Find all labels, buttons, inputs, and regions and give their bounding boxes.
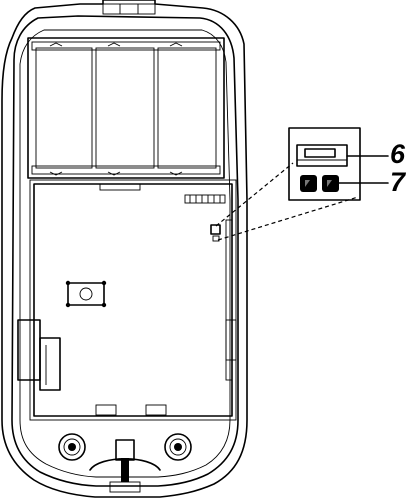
side-bracket [17, 319, 61, 391]
tamper-switch [65, 280, 107, 308]
leader-line-7 [217, 196, 359, 241]
callout-7: 7 [390, 167, 407, 197]
right-screw [164, 433, 192, 461]
callout-6: 6 [390, 139, 406, 169]
jumper-pins-icon [300, 175, 339, 192]
switch-component [210, 224, 221, 242]
leader-line-6 [215, 162, 294, 227]
outer-housing [1, 0, 248, 498]
side-ribs [225, 219, 237, 381]
battery-compartment [27, 37, 225, 179]
dip-switch-icon [296, 144, 348, 167]
detail-box [288, 127, 389, 201]
left-screw [58, 433, 86, 461]
circuit-board [29, 179, 237, 421]
bottom-latch [89, 439, 161, 493]
